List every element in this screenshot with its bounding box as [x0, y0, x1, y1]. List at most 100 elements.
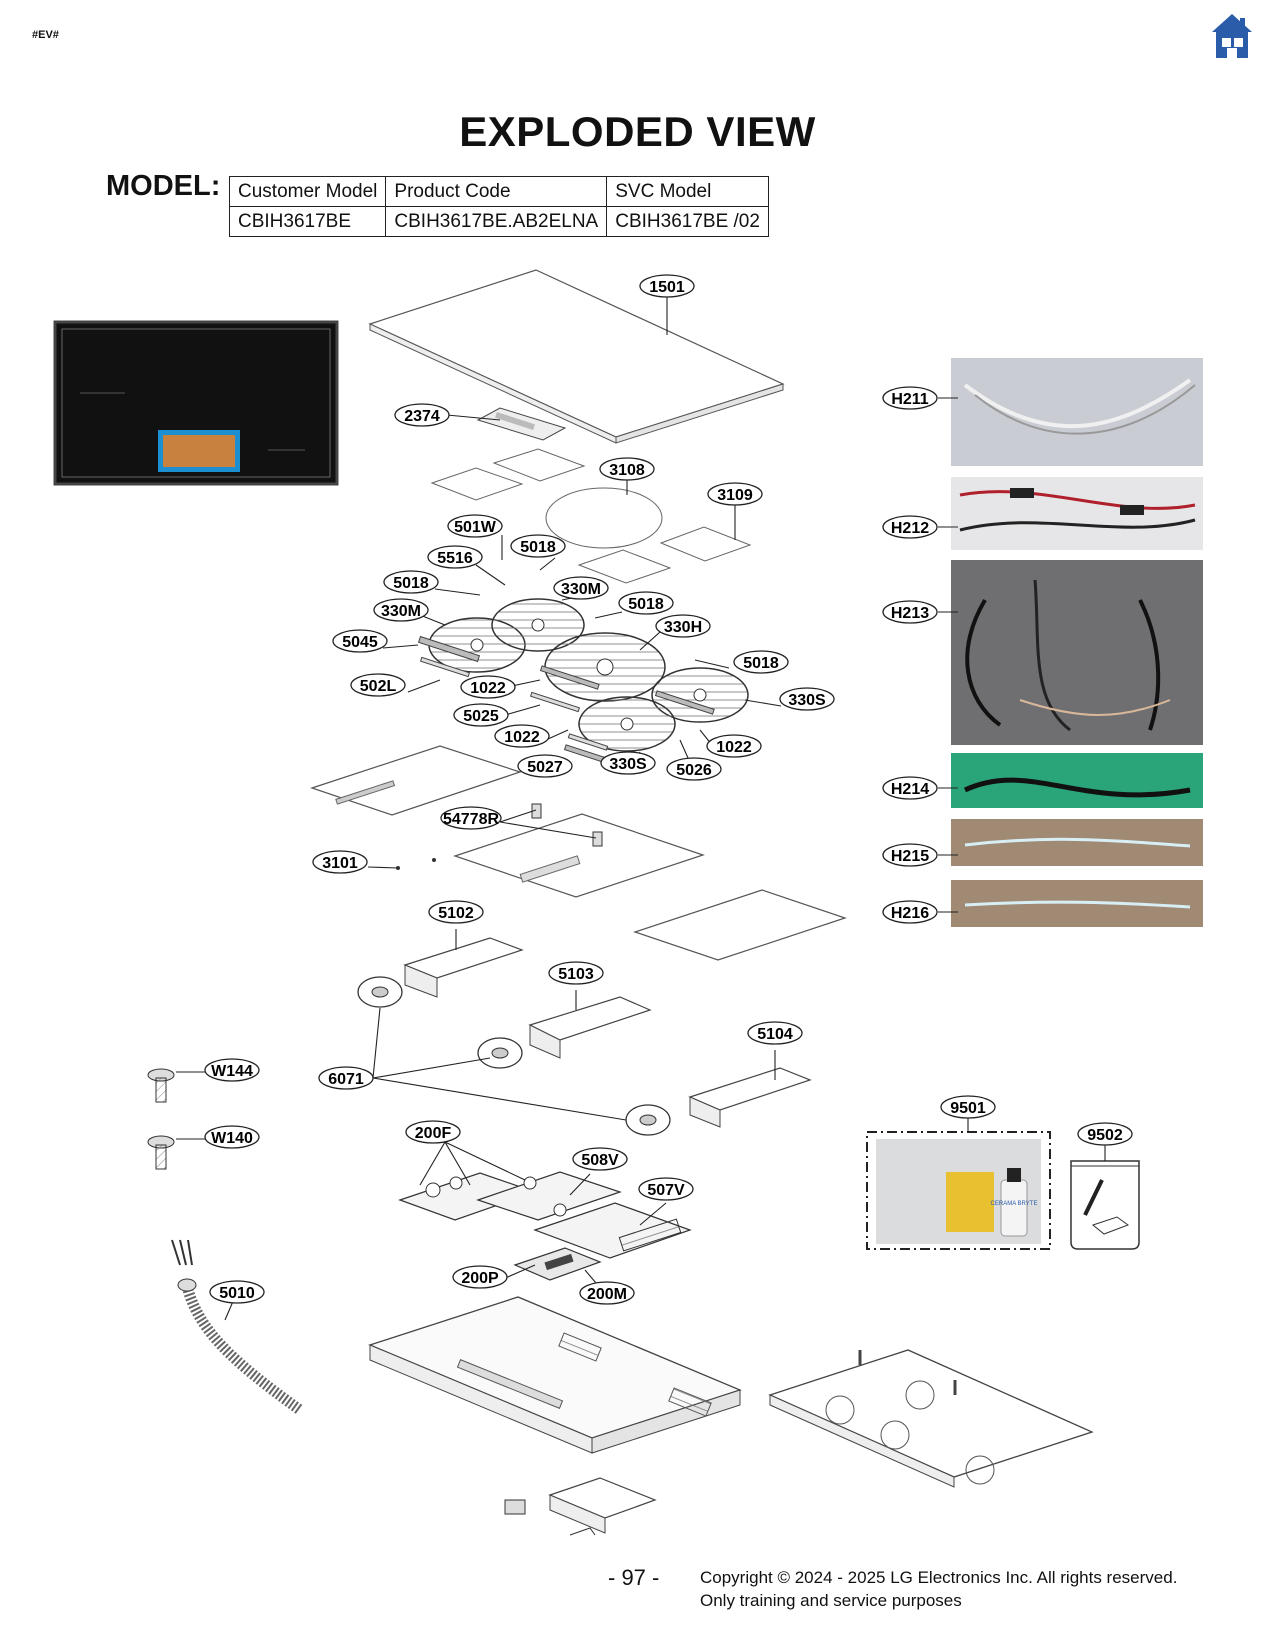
svg-text:9502: 9502 [1087, 1127, 1123, 1144]
svg-text:330M: 330M [561, 581, 601, 598]
spacer-posts [396, 803, 603, 870]
svg-text:5516: 5516 [437, 550, 473, 567]
callout-330M-a: 330M [553, 576, 609, 600]
callout-3109: 3109 [707, 482, 763, 506]
callout-502L: 502L [350, 673, 406, 697]
page-number: - 97 - [608, 1565, 660, 1590]
copyright-line: Copyright © 2024 - 2025 LG Electronics I… [700, 1568, 1178, 1587]
cooling-fans [357, 976, 671, 1136]
callout-54778R: 54778R [440, 806, 502, 830]
callout-330S-a: 330S [779, 687, 835, 711]
callout-9501: 9501 [940, 1095, 996, 1119]
svg-text:501W: 501W [454, 519, 497, 536]
callout-H213: H213 [882, 600, 938, 624]
svg-text:6071: 6071 [328, 1071, 364, 1088]
callout-5102: 5102 [428, 900, 484, 924]
purpose-line: Only training and service purposes [700, 1591, 962, 1610]
callout-1022-b: 1022 [494, 724, 550, 748]
callout-5018-b: 5018 [383, 570, 439, 594]
svg-text:W140: W140 [211, 1130, 253, 1147]
air-ducts [403, 937, 812, 1128]
svg-text:5026: 5026 [676, 762, 712, 779]
svg-text:H212: H212 [891, 520, 929, 537]
callout-1501: 1501 [639, 274, 695, 298]
model-table: Customer Model Product Code SVC Model CB… [228, 176, 769, 237]
svg-text:1022: 1022 [716, 739, 752, 756]
svg-text:5018: 5018 [628, 596, 664, 613]
exploded-view-drawing: CERAMA BRYTE [53, 269, 1203, 1536]
callout-330M-b: 330M [373, 598, 429, 622]
callout-1022-a: 1022 [460, 675, 516, 699]
svg-text:3101: 3101 [322, 855, 358, 872]
power-cord [171, 1239, 304, 1415]
copyright-notice: Copyright © 2024 - 2025 LG Electronics I… [700, 1566, 1177, 1612]
callout-5045: 5045 [332, 629, 388, 653]
callout-501W: 501W [447, 514, 503, 538]
callout-H215: H215 [882, 843, 938, 867]
svg-text:502L: 502L [360, 678, 397, 695]
svg-text:330H: 330H [664, 619, 702, 636]
svg-text:5018: 5018 [520, 539, 556, 556]
svg-text:5027: 5027 [527, 759, 563, 776]
svg-text:H211: H211 [891, 391, 928, 408]
svg-text:200F: 200F [415, 1125, 452, 1142]
svg-text:1501: 1501 [649, 279, 685, 296]
callout-330H: 330H [655, 614, 711, 638]
svg-text:200M: 200M [587, 1286, 627, 1303]
model-table-value-row: CBIH3617BE CBIH3617BE.AB2ELNA CBIH3617BE… [228, 206, 769, 237]
callout-W144: W144 [204, 1058, 260, 1082]
page-title: EXPLODED VIEW [459, 108, 816, 155]
callout-H211: H211 [882, 386, 938, 410]
callout-H212: H212 [882, 515, 938, 539]
callout-5018-c: 5018 [618, 591, 674, 615]
svg-text:5025: 5025 [463, 708, 499, 725]
insulation-pads [430, 448, 752, 584]
circuit-boards [398, 1171, 692, 1281]
svg-text:H216: H216 [891, 905, 929, 922]
callout-5010: 5010 [209, 1280, 265, 1304]
svg-text:1022: 1022 [504, 729, 540, 746]
callout-508V: 508V [572, 1147, 628, 1171]
callout-2374: 2374 [394, 403, 450, 427]
svg-text:9501: 9501 [950, 1100, 986, 1117]
bottom-chassis [368, 1296, 742, 1536]
svg-text:330S: 330S [788, 692, 826, 709]
svg-text:5103: 5103 [558, 966, 594, 983]
screws [147, 1068, 175, 1170]
callout-200M: 200M [579, 1281, 635, 1305]
svg-text:330M: 330M [381, 603, 421, 620]
callout-3108: 3108 [599, 457, 655, 481]
callout-5018-d: 5018 [733, 650, 789, 674]
callout-H216: H216 [882, 900, 938, 924]
svg-text:5045: 5045 [342, 634, 378, 651]
svg-text:5102: 5102 [438, 905, 474, 922]
display-board [476, 407, 567, 441]
callout-507V: 507V [638, 1177, 694, 1201]
callout-5027: 5027 [517, 754, 573, 778]
svg-text:H214: H214 [891, 781, 929, 798]
svg-text:330S: 330S [609, 756, 647, 773]
callout-5103: 5103 [548, 961, 604, 985]
model-value-svc: CBIH3617BE /02 [606, 206, 769, 237]
model-value-product-code: CBIH3617BE.AB2ELNA [385, 206, 608, 237]
cleaning-kit: CERAMA BRYTE [866, 1131, 1051, 1250]
svg-text:H213: H213 [891, 605, 929, 622]
callouts: 1501 2374 3108 3109 501W 5018 5516 5018 … [204, 274, 1133, 1305]
svg-text:2374: 2374 [404, 408, 440, 425]
svg-text:5018: 5018 [743, 655, 779, 672]
svg-text:W144: W144 [211, 1063, 253, 1080]
svg-text:5010: 5010 [219, 1285, 255, 1302]
svg-text:3109: 3109 [717, 487, 753, 504]
svg-text:1022: 1022 [470, 680, 506, 697]
callout-5516: 5516 [427, 545, 483, 569]
callout-9502: 9502 [1077, 1122, 1133, 1146]
svg-text:507V: 507V [647, 1182, 685, 1199]
callout-W140: W140 [204, 1125, 260, 1149]
bottom-frame [768, 1349, 1094, 1488]
product-photo [53, 320, 339, 486]
svg-text:200P: 200P [461, 1270, 499, 1287]
callout-5104: 5104 [747, 1021, 803, 1045]
home-icon[interactable] [1210, 12, 1254, 60]
kit-bottle-label: CERAMA BRYTE [991, 1201, 1038, 1207]
harness-photos [951, 358, 1203, 927]
